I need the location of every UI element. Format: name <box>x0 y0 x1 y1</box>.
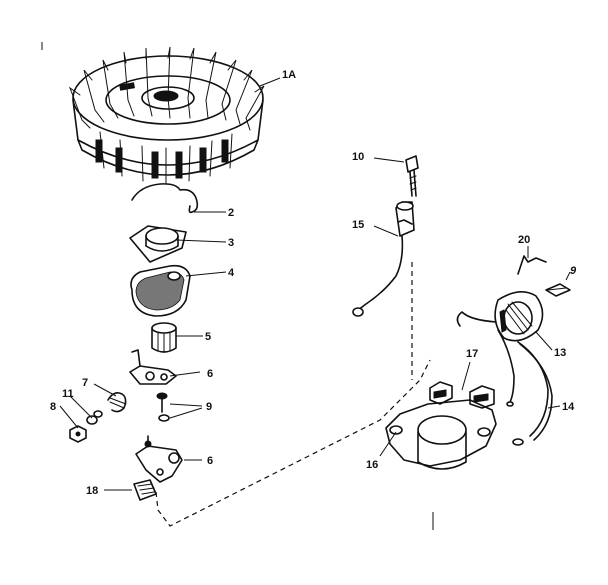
callout-flywheel: 1A <box>282 69 296 81</box>
callout-breaker-plate: 6 <box>207 455 213 467</box>
spark-plug-drawing <box>352 155 419 317</box>
stator-plate-drawing <box>385 381 497 470</box>
ground-wire-path <box>155 359 431 527</box>
flywheel-drawing <box>68 46 265 184</box>
callout-leaders <box>59 77 571 491</box>
callout-cam: 5 <box>205 331 211 343</box>
breaker-plate-drawing <box>135 435 183 483</box>
callout-felt-washer: 4 <box>228 267 235 279</box>
callout-stator-plate: 16 <box>366 459 378 471</box>
bushing-drawing <box>129 225 187 263</box>
callout-clip-wire: 20 <box>518 234 530 246</box>
screw-clamp-drawing <box>545 283 571 297</box>
felt-washer-drawing <box>130 264 191 317</box>
callout-adjusting-plate: 18 <box>86 485 98 497</box>
callout-screw-washer: 9 <box>206 401 212 413</box>
callouts: 1A 2 3 4 5 6 7 8 9 10 11 13 14 15 16 17 … <box>50 69 577 497</box>
callout-condenser-bracket: 17 <box>466 348 478 360</box>
cam-drawing <box>151 322 177 353</box>
clip-wire-drawing <box>517 255 547 275</box>
callout-screw-clamp: 9 <box>570 265 577 277</box>
adjusting-plate-drawing <box>133 479 157 501</box>
callout-spring: 2 <box>228 207 234 219</box>
spring-drawing <box>131 183 199 214</box>
callout-lead-wire: 14 <box>562 401 575 413</box>
nut-washer-drawing <box>69 410 103 443</box>
breaker-arm-drawing <box>129 349 177 385</box>
callout-spark-plug-boot: 15 <box>352 219 364 231</box>
screw-washer-drawing <box>156 392 170 422</box>
small-spring-drawing <box>107 392 127 413</box>
callout-small-spring: 7 <box>82 377 88 389</box>
coil-drawing <box>456 291 553 446</box>
callout-spark-plug-screw: 10 <box>352 151 364 163</box>
callout-coil: 13 <box>554 347 566 359</box>
callout-nut: 8 <box>50 401 56 413</box>
callout-bushing: 3 <box>228 237 234 249</box>
callout-washer: 11 <box>62 388 74 400</box>
callout-breaker-arm: 6 <box>207 368 213 380</box>
